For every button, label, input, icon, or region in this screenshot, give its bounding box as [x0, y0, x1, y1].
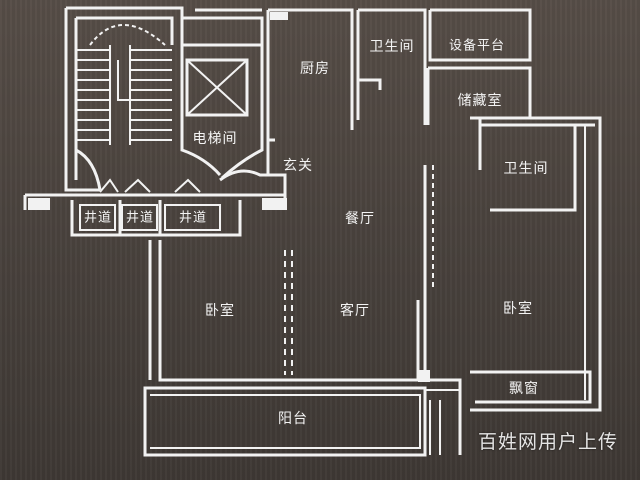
room-label-balcony: 阳台: [278, 411, 308, 427]
elevator-hall-wall: [180, 43, 264, 180]
room-label-bathroom-top: 卫生间: [369, 39, 415, 55]
room-label-bay-window: 飘窗: [509, 381, 539, 397]
room-label-bedroom-right: 卧室: [503, 301, 533, 317]
stair-treads: [76, 45, 172, 145]
room-label-kitchen: 厨房: [300, 61, 330, 77]
room-label-dining: 餐厅: [345, 211, 375, 227]
stair-landing-curve: [75, 148, 102, 191]
elevator-shaft: [185, 58, 249, 117]
elevator-top-wall: [182, 8, 264, 45]
living-right-wall: [416, 300, 462, 455]
right-bath-wall: [478, 123, 577, 212]
room-label-living: 客厅: [340, 303, 370, 319]
room-label-foyer: 玄关: [283, 158, 313, 174]
room-label-equipment-platform: 设备平台: [448, 38, 506, 54]
bath-top-wall: [356, 8, 427, 120]
watermark-text: 百姓网用户上传: [477, 431, 618, 453]
stair-door-arc: [89, 24, 166, 46]
column-marks: [28, 12, 430, 382]
balcony-wall: [143, 386, 427, 457]
room-label-shaft-3: 井道: [178, 210, 208, 226]
foyer-curve: [219, 169, 287, 195]
room-label-storage: 储藏室: [457, 93, 503, 109]
bay-window-wall: [470, 370, 592, 404]
stair-outer-wall: [64, 6, 184, 192]
room-label-bathroom-right: 卫生间: [503, 161, 549, 177]
equipment-wall: [428, 8, 532, 62]
room-label-elevator-hall: 电梯间: [192, 131, 238, 147]
room-label-shaft-2: 井道: [125, 210, 155, 226]
room-label-bedroom-left: 卧室: [205, 303, 235, 319]
right-outer-wall: [470, 116, 602, 412]
bedroom-left-wall: [148, 240, 285, 382]
room-label-shaft-1: 井道: [83, 210, 113, 226]
